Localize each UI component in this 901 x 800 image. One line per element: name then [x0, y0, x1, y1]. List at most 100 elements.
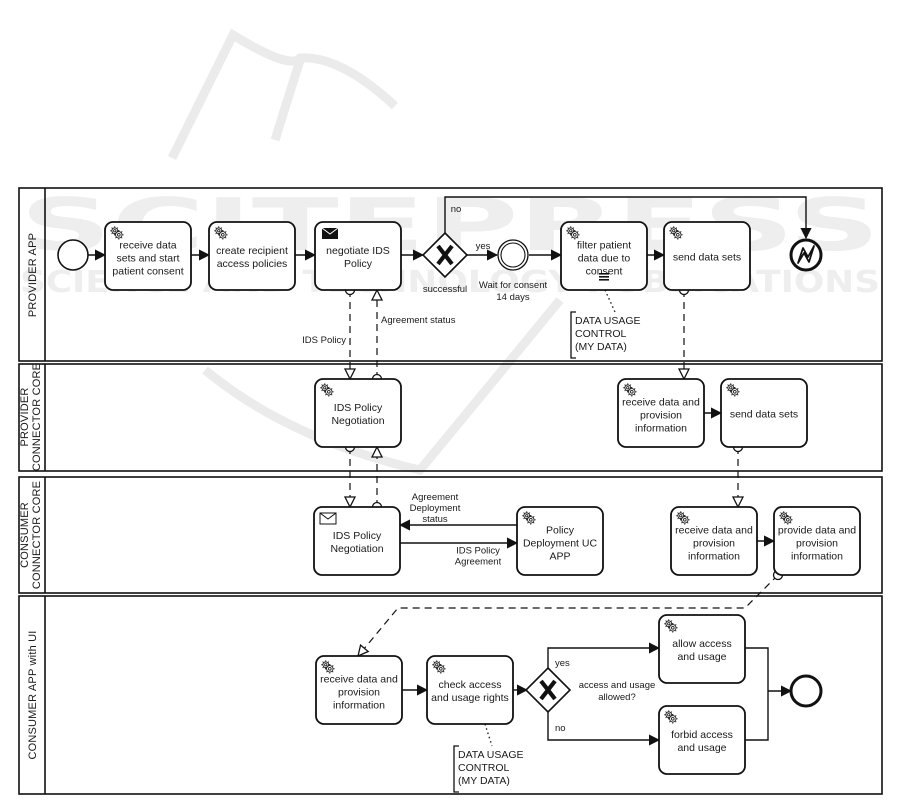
x-icon [436, 244, 454, 266]
marker-bar [599, 276, 609, 278]
data-flow-label: IDS Policy [456, 546, 500, 557]
task-label: receive data and [675, 525, 753, 537]
task-label: Negotiation [330, 543, 383, 555]
flow-label-yes: yes [555, 658, 570, 669]
task-label: information [333, 700, 385, 712]
data-flow-label: Agreement [455, 557, 502, 568]
wait-for-consent-label: Wait for consent [479, 280, 548, 291]
task-label: provision [693, 538, 735, 550]
task-box[interactable] [315, 655, 403, 725]
intermediate-event-wait[interactable] [497, 239, 529, 271]
task-label: data due to [578, 253, 631, 265]
task-box[interactable] [720, 378, 808, 448]
intermediate-event-inner [500, 242, 526, 268]
task-label: APP [549, 551, 570, 563]
task-label: forbid access [671, 729, 733, 741]
task-box[interactable] [560, 221, 648, 291]
task-box[interactable] [773, 506, 861, 576]
flow-label-no: no [555, 723, 566, 734]
task-label: negotiate IDS [326, 245, 390, 257]
task-box[interactable] [617, 378, 705, 448]
task-label: send data sets [673, 252, 741, 264]
task-label: allow access [672, 638, 732, 650]
gateway-label: allowed? [598, 692, 636, 703]
task-box[interactable] [104, 221, 192, 291]
data-flow-label: status [422, 514, 448, 525]
flow-label-no: no [451, 204, 462, 215]
pool-provider-app: PROVIDER APP [18, 187, 883, 362]
task-label: receive data [119, 240, 176, 252]
task-box[interactable] [663, 221, 751, 291]
task-label: Policy [344, 258, 373, 270]
lightning-icon [797, 245, 815, 264]
annotation-text: DATA USAGE [458, 749, 524, 761]
pool-label: CONSUMER APP with UI [27, 630, 39, 759]
task-label: create recipient [216, 245, 288, 257]
message-label-agreement-status: Agreement status [381, 315, 456, 326]
pool-label: PROVIDER APP [27, 233, 39, 317]
start-event[interactable] [57, 239, 89, 271]
data-flow-label: Agreement [412, 492, 459, 503]
gateway-label: successful [423, 284, 467, 295]
gateway-access-allowed[interactable] [524, 666, 572, 714]
task-label: Negotiation [331, 415, 384, 427]
task-t8[interactable]: send data sets [720, 378, 808, 448]
x-icon [539, 679, 557, 701]
task-box[interactable] [426, 655, 514, 725]
task-box[interactable] [516, 506, 604, 576]
task-label: receive data and [320, 674, 398, 686]
task-label: and usage rights [431, 692, 509, 704]
task-box[interactable] [314, 378, 402, 448]
end-event[interactable] [789, 674, 823, 708]
task-label: filter patient [577, 240, 631, 252]
message-flow-provide-data-to-app [358, 575, 778, 656]
marker-bar [599, 279, 609, 281]
error-end-event[interactable] [789, 238, 823, 272]
task-label: Policy [546, 525, 575, 537]
sequence-flow-gateway2-no [547, 711, 661, 746]
pool-label-line-2: CONNECTOR CORE [31, 481, 43, 589]
task-t5[interactable]: send data sets [663, 221, 751, 291]
task-box[interactable] [658, 705, 746, 775]
task-label: and usage [677, 742, 726, 754]
pool-provider-connector-core: PROVIDER CONNECTOR CORE [18, 363, 883, 472]
task-label: check access [438, 679, 501, 691]
association-t14-annotation [484, 723, 493, 747]
task-box[interactable] [208, 221, 296, 291]
task-label: patient consent [112, 266, 183, 278]
task-box[interactable] [658, 614, 746, 684]
message-label-ids-policy: IDS Policy [302, 335, 346, 346]
annotation-text: (MY DATA) [458, 775, 510, 787]
sequential-multi-instance-icon [599, 273, 609, 281]
task-label: provision [796, 538, 838, 550]
flow-label-yes: yes [476, 241, 491, 252]
wait-for-consent-label: 14 days [496, 292, 530, 303]
task-label: receive data and [622, 397, 700, 409]
task-box[interactable] [670, 506, 758, 576]
envelope-flap [321, 227, 339, 235]
intermediate-event-outer [497, 239, 529, 271]
marker-bar [599, 273, 609, 275]
task-label: consent [586, 266, 623, 278]
data-flow-label: Deployment [410, 503, 461, 514]
pool-label-line-1: CONSUMER [19, 502, 31, 568]
annotation-text: CONTROL [575, 328, 626, 340]
gateway-successful[interactable] [421, 231, 469, 279]
